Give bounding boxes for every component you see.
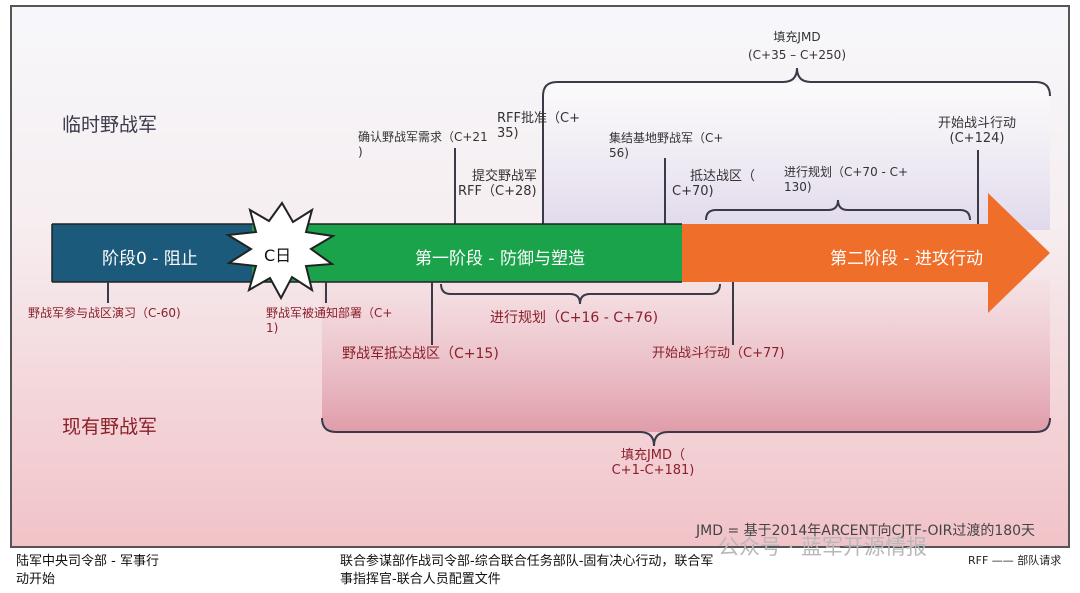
- planning-mid-label: 进行规划（C+16 - C+76): [490, 310, 659, 326]
- footer-mid-line2: 事指挥官-联合人员配置文件: [340, 572, 501, 587]
- submit-rff-line2: RFF（C+28): [458, 184, 537, 199]
- phase0-label: 阶段0 - 阻止: [102, 249, 198, 269]
- fill-jmd-top-line1: 填充JMD: [773, 30, 821, 44]
- arrive-existing-label: 野战军抵达战区（C+15): [342, 346, 499, 362]
- assemble-line2: 56): [609, 146, 629, 160]
- bottom-jmd-bracket: [321, 417, 1051, 447]
- combat-top-label: 开始战斗行动 (C+124): [928, 116, 1026, 146]
- combat-top-line1: 开始战斗行动: [937, 116, 1016, 131]
- fill-jmd-bottom-line2: C+1-C+181): [611, 463, 695, 478]
- existing-army-label: 现有野战军: [62, 416, 158, 438]
- jmd-definition: JMD = 基于2014年ARCENT向CJTF-OIR过渡的180天: [696, 523, 1036, 539]
- footer-left-line2: 动开始: [16, 572, 56, 587]
- planning-top-label: 进行规划（C+70 - C+ 130): [784, 165, 908, 195]
- footer-mid-line1: 联合参谋部作战司令部-综合联合任务部队-固有决心行动，联合军: [340, 554, 714, 569]
- rff-approved-line2: 35): [497, 126, 519, 141]
- notified-label: 野战军被通知部署（C+ 1): [266, 306, 392, 336]
- arrive-theater-line2: C+70): [672, 184, 714, 199]
- assemble-label: 集结基地野战军（C+ 56): [609, 131, 723, 161]
- arrive-theater-line1: 抵达战区（: [690, 169, 756, 184]
- phase2-label: 第二阶段 - 进攻行动: [830, 249, 983, 269]
- footer-left: 陆军中央司令部 - 军事行 动开始: [16, 553, 159, 589]
- combat-top-line2: (C+124): [949, 131, 1005, 146]
- top-planning-bracket: [705, 199, 971, 221]
- planning-top-line1: 进行规划（C+70 - C+: [784, 165, 909, 179]
- top-jmd-bracket: [542, 67, 1051, 97]
- watermark: 公众号 · 蓝军开源情报: [718, 535, 928, 559]
- notified-line1: 野战军被通知部署（C+: [266, 306, 393, 320]
- confirm-need-label: 确认野战军需求（C+21 ): [358, 130, 488, 160]
- provisional-army-label: 临时野战军: [62, 114, 158, 136]
- notified-line2: 1): [266, 321, 279, 335]
- confirm-need-line1: 确认野战军需求（C+21: [358, 130, 488, 144]
- submit-rff-line1: 提交野战军: [472, 169, 538, 184]
- confirm-need-line2: ): [358, 145, 363, 159]
- provisional-region: [543, 82, 1050, 230]
- rff-approved-label: RFF批准（C+ 35): [497, 111, 580, 141]
- footer-mid: 联合参谋部作战司令部-综合联合任务部队-固有决心行动，联合军 事指挥官-联合人员…: [340, 553, 713, 589]
- rff-definition: RFF —— 部队请求: [968, 554, 1062, 567]
- rff-approved-line1: RFF批准（C+: [497, 111, 580, 126]
- exercise-label: 野战军参与战区演习（C-60): [28, 306, 181, 320]
- planning-top-line2: 130): [784, 180, 812, 194]
- footer-left-line1: 陆军中央司令部 - 军事行: [16, 554, 159, 569]
- cday-burst: [224, 201, 336, 301]
- phase2-arrow: [682, 193, 1050, 313]
- fill-jmd-top-label: 填充JMD (C+35 – C+250): [745, 30, 849, 63]
- combat-existing-label: 开始战斗行动（C+77): [652, 346, 785, 361]
- mid-planning-bracket: [440, 283, 721, 305]
- fill-jmd-bottom-label: 填充JMD（ C+1-C+181): [598, 448, 708, 478]
- arrive-theater-label: 抵达战区（ C+70): [672, 169, 755, 199]
- cday-label: C日: [264, 246, 292, 265]
- existing-region: [322, 280, 1050, 432]
- assemble-line1: 集结基地野战军（C+: [609, 131, 724, 145]
- fill-jmd-top-line2: (C+35 – C+250): [747, 48, 847, 62]
- phase1-label: 第一阶段 - 防御与塑造: [415, 249, 585, 269]
- fill-jmd-bottom-line1: 填充JMD（: [620, 448, 686, 463]
- phase0-bar: [52, 224, 252, 282]
- submit-rff-label: 提交野战军 RFF（C+28): [458, 169, 537, 199]
